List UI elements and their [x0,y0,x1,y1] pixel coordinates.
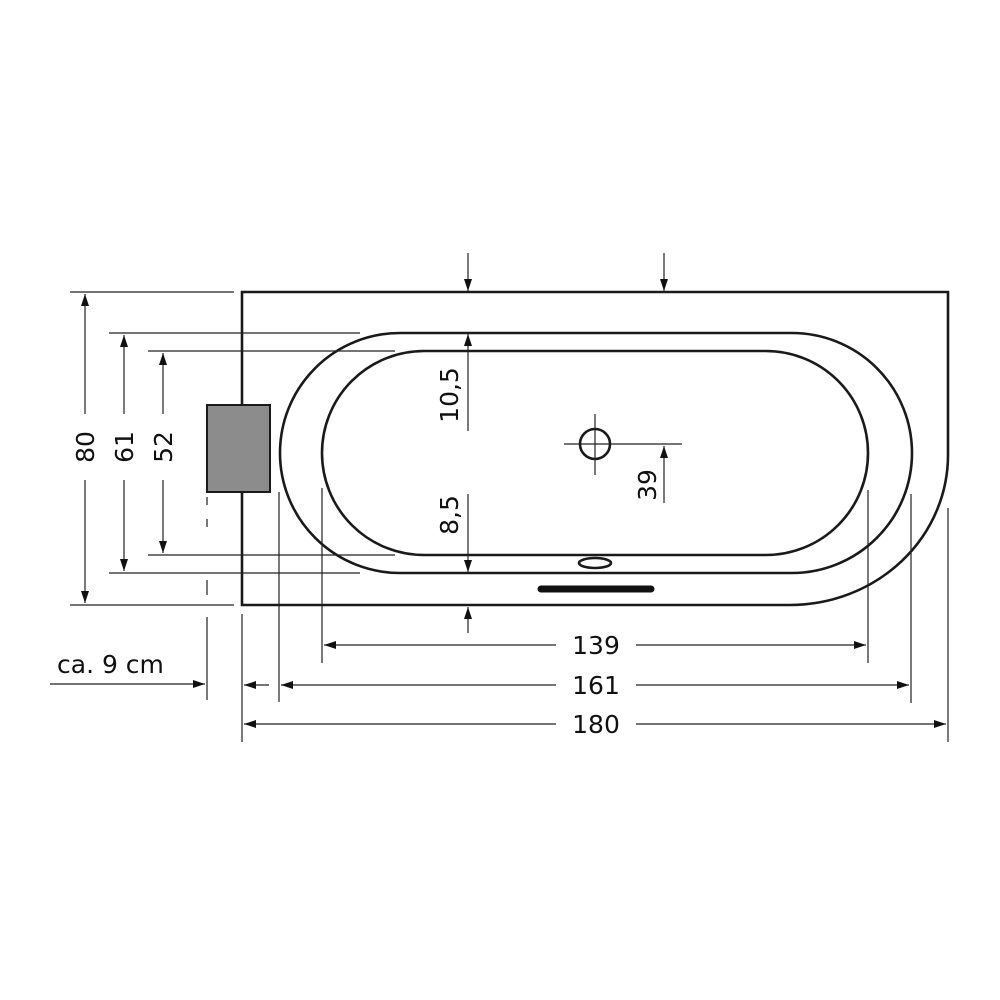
dim-139: 139 [324,631,866,660]
dim-10-5-label: 10,5 [435,367,464,423]
tub-outline [240,290,950,607]
dim-80: 80 [71,294,100,603]
extension-lines-left [70,291,395,606]
dim-80-label: 80 [71,431,100,463]
dim-161-label: 161 [572,671,620,700]
drain-icon [564,414,682,475]
dim-39-label: 39 [633,469,662,501]
dim-139-label: 139 [572,631,620,660]
overflow-icon [577,556,613,570]
extension-lines-bottom [206,488,949,742]
side-panel [206,404,271,493]
dim-180-label: 180 [572,710,620,739]
dim-panel-offset: ca. 9 cm [50,650,205,688]
basin-oval [320,349,870,557]
dim-52: 52 [149,353,178,553]
dim-panel-offset-label: ca. 9 cm [57,650,164,679]
dim-180: 180 [244,710,946,739]
dim-61: 61 [110,335,139,571]
rim-oval [278,331,914,575]
dim-61-label: 61 [110,431,139,463]
dim-161: 161 [244,671,909,700]
dim-8-5-label: 8,5 [435,495,464,535]
dim-52-label: 52 [149,431,178,463]
